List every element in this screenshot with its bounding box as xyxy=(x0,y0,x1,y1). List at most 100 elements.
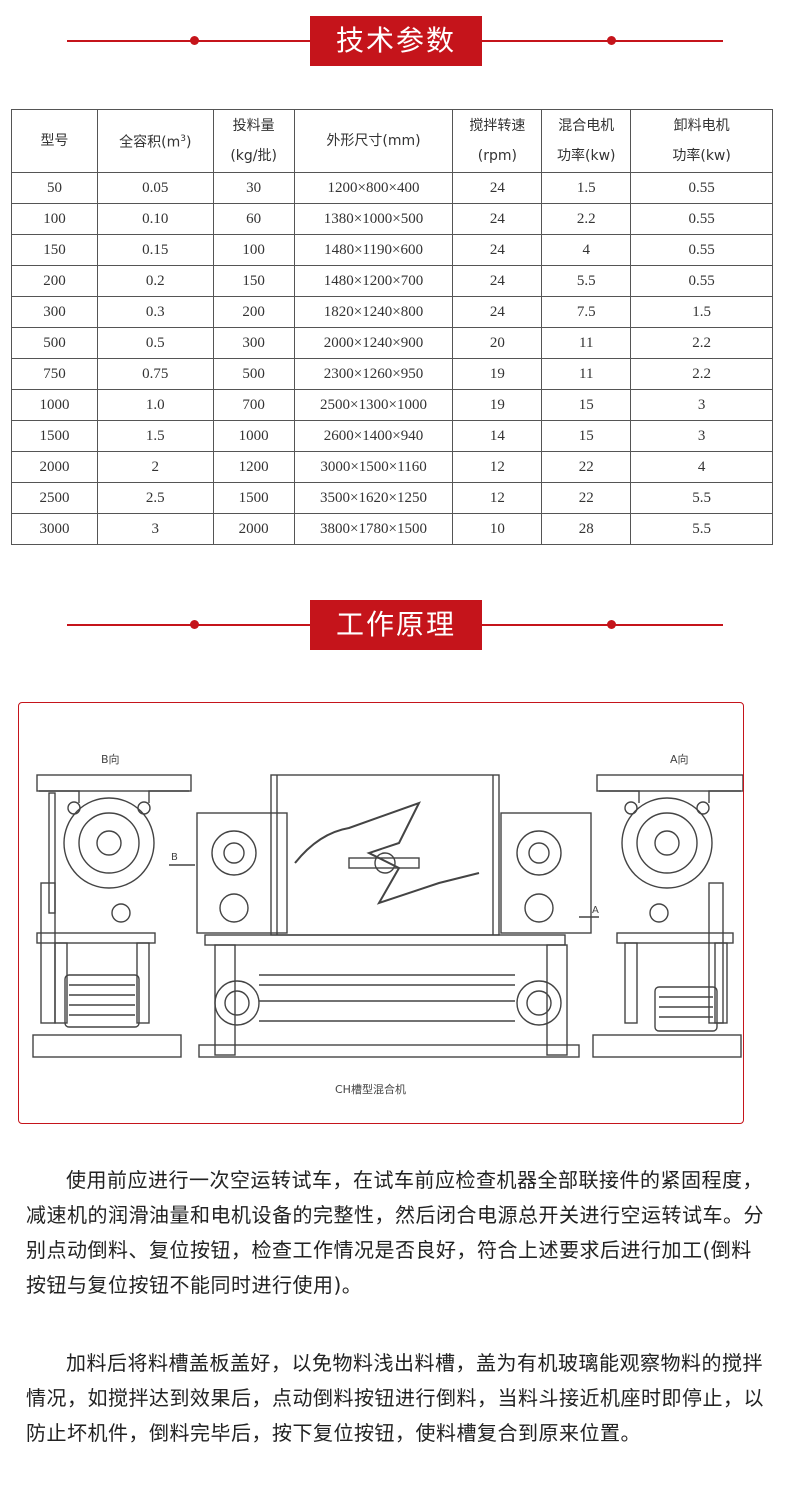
table-cell: 1500 xyxy=(212,482,295,514)
table-cell: 100 xyxy=(212,234,295,266)
table-header-row: 型号 全容积(m3) 投料量(kg/批) 外形尺寸(mm) 搅拌转速(rpm) … xyxy=(11,109,773,173)
table-cell: 200 xyxy=(11,265,98,297)
col-size: 外形尺寸(mm) xyxy=(293,109,454,173)
table-cell: 0.10 xyxy=(96,203,214,235)
table-cell: 1.5 xyxy=(630,296,773,328)
table-cell: 24 xyxy=(452,234,543,266)
table-cell: 19 xyxy=(452,389,543,421)
table-cell: 0.55 xyxy=(630,203,773,235)
side-view-right xyxy=(592,774,743,1058)
section-title: 技术参数 xyxy=(310,16,482,66)
table-cell: 1480×1200×700 xyxy=(293,265,454,297)
header-line-left xyxy=(67,624,312,626)
col-volume: 全容积(m3) xyxy=(96,109,214,173)
table-cell: 100 xyxy=(11,203,98,235)
col-model: 型号 xyxy=(11,109,98,173)
table-cell: 19 xyxy=(452,358,543,390)
arrow-a-label: A xyxy=(592,905,599,916)
table-cell: 0.55 xyxy=(630,265,773,297)
table-cell: 4 xyxy=(630,451,773,483)
col-load: 投料量(kg/批) xyxy=(212,109,295,173)
header-line-left xyxy=(67,40,312,42)
table-cell: 1000 xyxy=(11,389,98,421)
table-cell: 22 xyxy=(541,482,632,514)
table-cell: 3 xyxy=(630,420,773,452)
table-cell: 1500 xyxy=(11,420,98,452)
label-a-view: A向 xyxy=(670,752,689,766)
table-cell: 22 xyxy=(541,451,632,483)
table-cell: 700 xyxy=(212,389,295,421)
table-cell: 0.15 xyxy=(96,234,214,266)
table-cell: 1820×1240×800 xyxy=(293,296,454,328)
table-cell: 24 xyxy=(452,203,543,235)
table-cell: 30 xyxy=(212,172,295,204)
table-cell: 0.55 xyxy=(630,172,773,204)
table-cell: 5.5 xyxy=(630,513,773,545)
section-header-params: 技术参数 xyxy=(0,16,790,66)
table-cell: 28 xyxy=(541,513,632,545)
table-cell: 1.5 xyxy=(96,420,214,452)
table-cell: 0.5 xyxy=(96,327,214,359)
table-cell: 2000×1240×900 xyxy=(293,327,454,359)
arrow-b-label: B xyxy=(171,852,178,863)
table-cell: 2500 xyxy=(11,482,98,514)
table-cell: 200 xyxy=(212,296,295,328)
table-cell: 4 xyxy=(541,234,632,266)
table-cell: 11 xyxy=(541,358,632,390)
col-discharge-power: 卸料电机功率(kw) xyxy=(630,109,773,173)
table-cell: 24 xyxy=(452,296,543,328)
table-cell: 500 xyxy=(11,327,98,359)
table-cell: 0.3 xyxy=(96,296,214,328)
table-cell: 10 xyxy=(452,513,543,545)
table-cell: 2300×1260×950 xyxy=(293,358,454,390)
col-mix-power: 混合电机功率(kw) xyxy=(541,109,632,173)
table-cell: 12 xyxy=(452,451,543,483)
table-cell: 15 xyxy=(541,389,632,421)
col-speed: 搅拌转速(rpm) xyxy=(452,109,543,173)
front-view-center xyxy=(196,774,592,1058)
table-cell: 24 xyxy=(452,172,543,204)
table-cell: 3 xyxy=(630,389,773,421)
table-cell: 15 xyxy=(541,420,632,452)
table-cell: 1200×800×400 xyxy=(293,172,454,204)
table-cell: 150 xyxy=(212,265,295,297)
header-line-right xyxy=(478,40,723,42)
table-cell: 0.75 xyxy=(96,358,214,390)
machine-diagram: B向 B xyxy=(32,752,743,1096)
table-cell: 20 xyxy=(452,327,543,359)
header-dot-left xyxy=(190,36,199,45)
table-cell: 0.2 xyxy=(96,265,214,297)
paragraph-2: 加料后将料槽盖板盖好，以免物料浅出料槽，盖为有机玻璃能观察物料的搅拌情况，如搅拌… xyxy=(26,1351,764,1445)
section-header-principle: 工作原理 xyxy=(0,600,790,650)
table-cell: 1480×1190×600 xyxy=(293,234,454,266)
table-cell: 1.5 xyxy=(541,172,632,204)
table-cell: 3 xyxy=(96,513,214,545)
label-b-view: B向 xyxy=(101,752,120,766)
table-cell: 2.5 xyxy=(96,482,214,514)
spec-table: 型号 全容积(m3) 投料量(kg/批) 外形尺寸(mm) 搅拌转速(rpm) … xyxy=(11,109,773,545)
table-cell: 2500×1300×1000 xyxy=(293,389,454,421)
table-cell: 5.5 xyxy=(630,482,773,514)
table-cell: 500 xyxy=(212,358,295,390)
machine-diagram-frame: B向 B xyxy=(18,702,744,1124)
table-cell: 2000 xyxy=(212,513,295,545)
table-cell: 3000×1500×1160 xyxy=(293,451,454,483)
table-cell: 14 xyxy=(452,420,543,452)
table-cell: 750 xyxy=(11,358,98,390)
table-cell: 12 xyxy=(452,482,543,514)
table-cell: 1200 xyxy=(212,451,295,483)
section-title: 工作原理 xyxy=(310,600,482,650)
table-cell: 1000 xyxy=(212,420,295,452)
table-cell: 3500×1620×1250 xyxy=(293,482,454,514)
table-cell: 300 xyxy=(212,327,295,359)
